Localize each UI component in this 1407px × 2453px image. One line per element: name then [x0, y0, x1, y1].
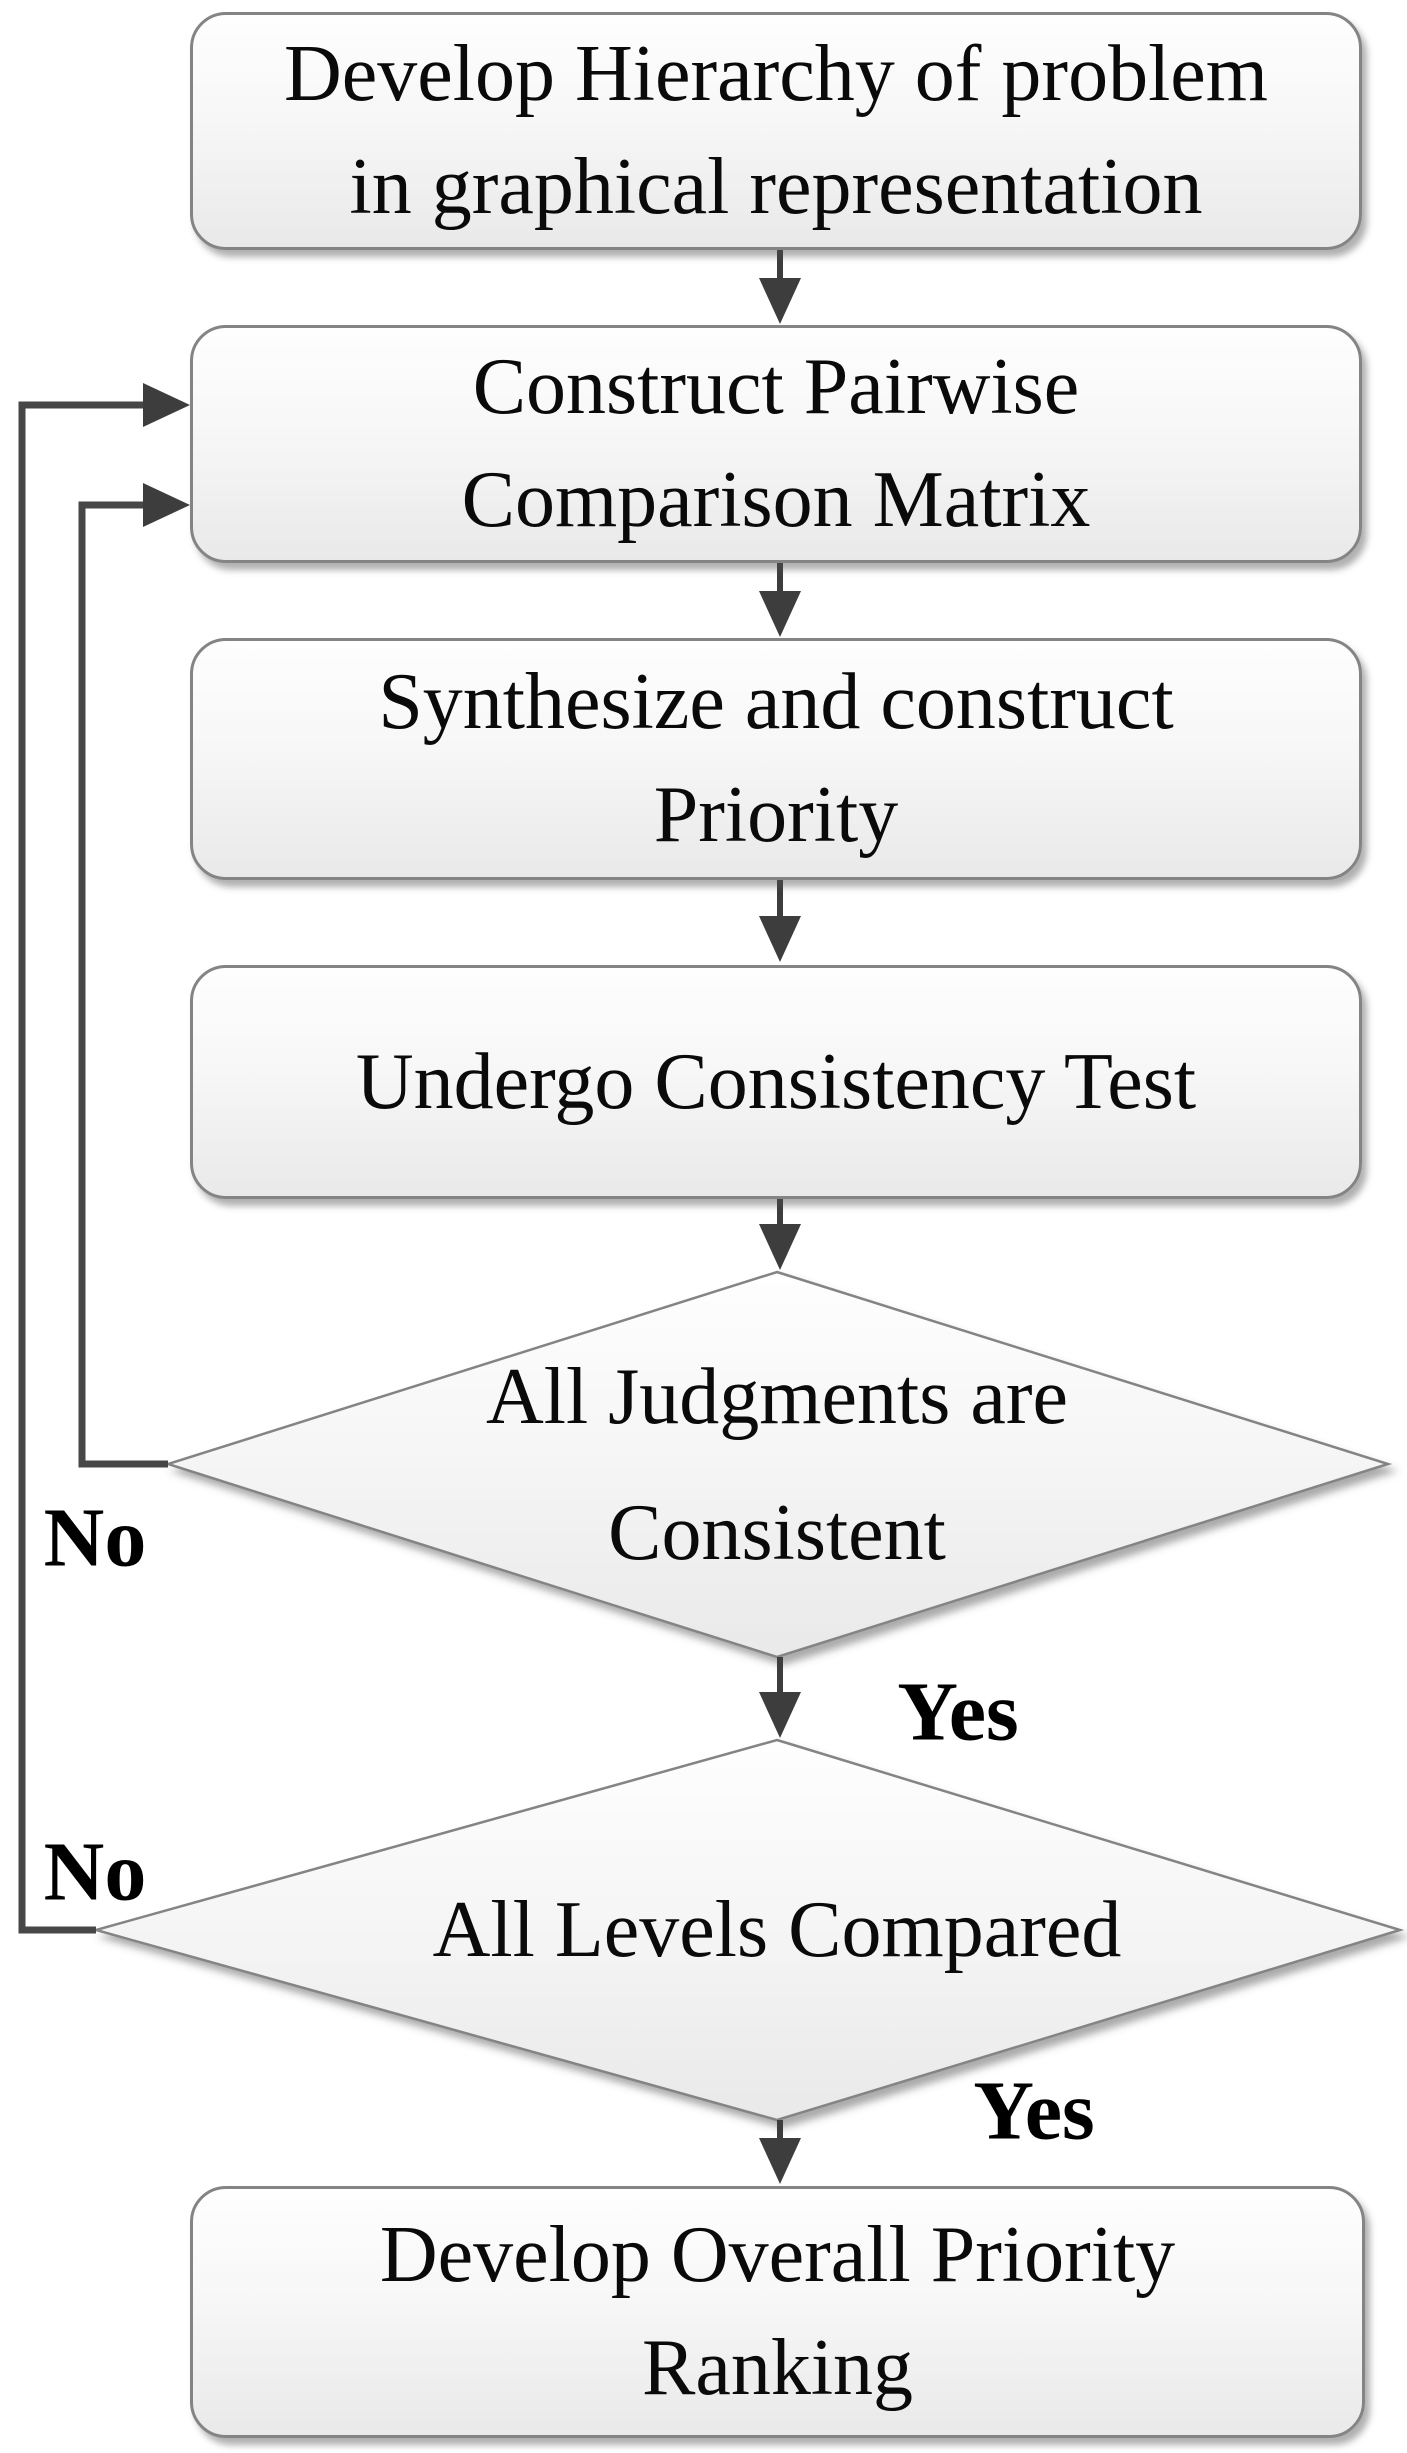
decision-levels-line1: All Levels Compared	[432, 1886, 1122, 1974]
edge-label-yes-judgments: Yes	[897, 1665, 1019, 1759]
decision-judgments-consistent-label: All Judgments are Consistent	[277, 1272, 1277, 1657]
process-synthesize-priority-line2: Priority	[653, 771, 899, 859]
loop-no-judgments	[78, 501, 168, 1468]
arrowhead-levels-to-ranking	[759, 2138, 801, 2184]
decision-judgments-line2: Consistent	[608, 1488, 946, 1577]
process-construct-matrix-line2: Comparison Matrix	[461, 456, 1091, 544]
arrowhead-loop-levels	[143, 383, 190, 427]
process-synthesize-priority: Synthesize and construct Priority	[190, 638, 1362, 880]
flow-arrows	[759, 250, 801, 2184]
decision-levels-compared-label: All Levels Compared	[277, 1740, 1277, 2120]
arrowhead-synthesize-to-consistency	[759, 916, 801, 962]
process-overall-ranking: Develop Overall Priority Ranking	[190, 2186, 1365, 2438]
edge-label-yes-levels: Yes	[973, 2064, 1095, 2158]
process-construct-matrix: Construct Pairwise Comparison Matrix	[190, 325, 1362, 563]
decision-judgments-line1: All Judgments are	[485, 1352, 1069, 1441]
process-consistency-test: Undergo Consistency Test	[190, 965, 1362, 1199]
arrowhead-loop-judgments	[143, 483, 190, 527]
process-overall-ranking-line2: Ranking	[641, 2324, 914, 2412]
process-develop-hierarchy-line1: Develop Hierarchy of problem	[283, 30, 1269, 118]
process-construct-matrix-line1: Construct Pairwise	[472, 343, 1080, 431]
process-synthesize-priority-line1: Synthesize and construct	[378, 658, 1174, 746]
process-develop-hierarchy: Develop Hierarchy of problem in graphica…	[190, 12, 1362, 250]
arrowhead-judgments-to-levels	[759, 1692, 801, 1738]
edge-label-no-levels: No	[43, 1825, 147, 1919]
arrowhead-consistency-to-judgments	[759, 1224, 801, 1270]
process-consistency-test-line1: Undergo Consistency Test	[355, 1037, 1197, 1126]
arrowhead-hierarchy-to-matrix	[759, 278, 801, 324]
edge-label-no-judgments: No	[43, 1491, 147, 1585]
arrowhead-matrix-to-synthesize	[759, 591, 801, 637]
process-develop-hierarchy-line2: in graphical representation	[349, 143, 1203, 231]
loop-no-levels	[18, 401, 146, 1934]
process-overall-ranking-line1: Develop Overall Priority	[379, 2211, 1176, 2299]
feedback-loops	[18, 401, 168, 1934]
